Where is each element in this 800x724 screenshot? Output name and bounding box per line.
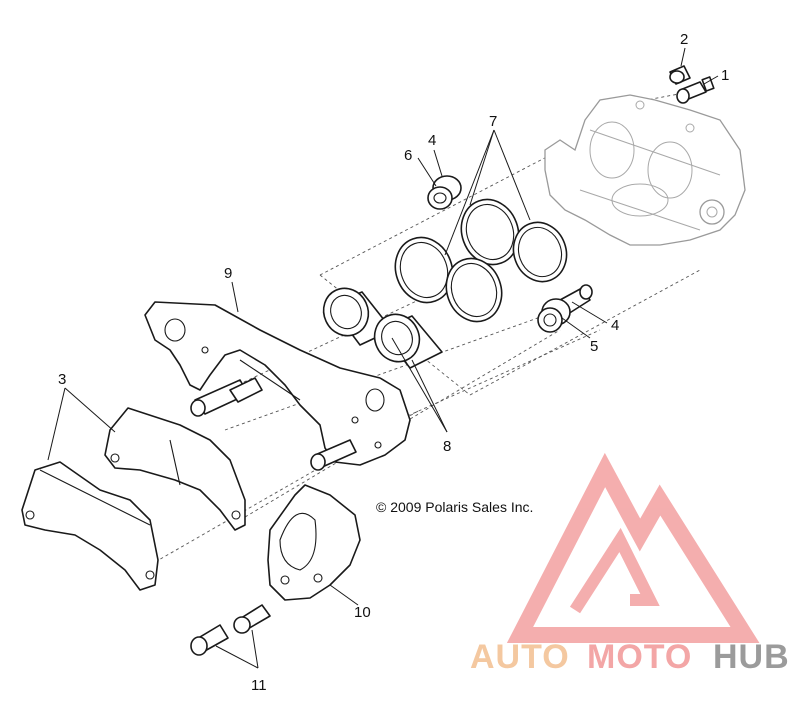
bleeder-cap [669, 65, 691, 85]
pistons [322, 287, 443, 369]
callout-2: 2 [680, 31, 688, 48]
callout-4-lower: 4 [611, 317, 619, 334]
leader-lines [47, 47, 719, 669]
brake-pads [21, 407, 246, 591]
piston-seals [394, 198, 568, 323]
pad-retainer [267, 484, 361, 601]
callout-labels: 2 1 4 6 7 9 3 4 5 8 10 11 [58, 31, 729, 694]
copyright-notice: © 2009 Polaris Sales Inc. [376, 499, 533, 515]
callout-8: 8 [443, 438, 451, 455]
callout-4-upper: 4 [428, 132, 436, 149]
callout-5: 5 [590, 338, 598, 355]
callout-3: 3 [58, 371, 66, 388]
wordmark-moto: MOTO [587, 638, 692, 676]
callout-10: 10 [354, 604, 371, 621]
callout-11: 11 [251, 677, 267, 694]
bushing-boot-upper [427, 175, 462, 210]
callout-9: 9 [224, 265, 232, 282]
wordmark-auto: AUTO [470, 638, 570, 676]
callout-7: 7 [489, 113, 497, 130]
bushing-boot-lower [537, 284, 593, 333]
bleeder-screw [676, 76, 715, 104]
caliper-bracket [144, 301, 411, 471]
caliper-housing [544, 94, 746, 246]
bolts [190, 604, 271, 656]
watermark-wordmark: AUTO MOTO HUB [470, 638, 790, 676]
callout-1: 1 [721, 67, 729, 84]
wordmark-hub: HUB [713, 638, 790, 676]
watermark-logo [506, 452, 760, 643]
callout-6: 6 [404, 147, 412, 164]
